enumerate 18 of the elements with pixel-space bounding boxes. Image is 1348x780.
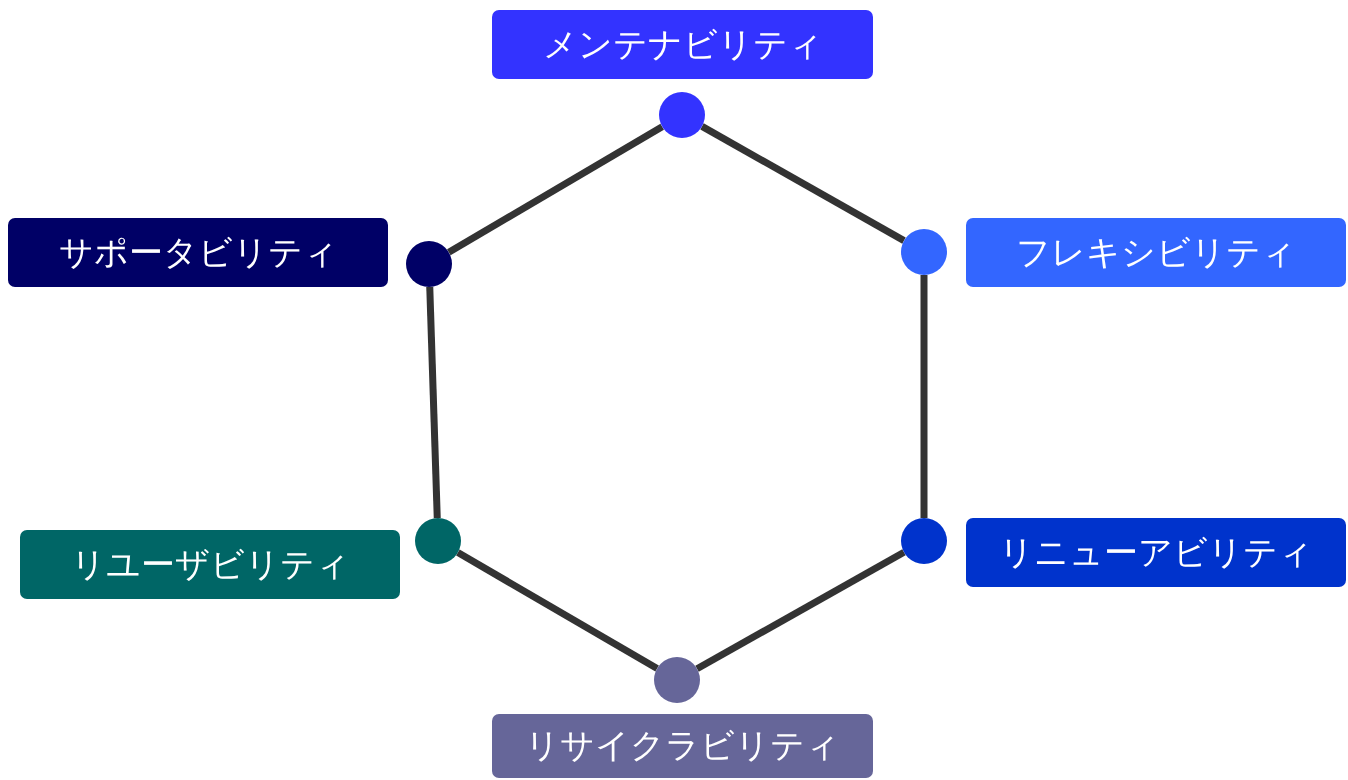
- node-dot: [415, 518, 461, 564]
- label-box: メンテナビリティ: [492, 10, 873, 79]
- connector-line: [695, 549, 906, 672]
- connector-line: [447, 123, 664, 256]
- label-box: サポータビリティ: [8, 218, 388, 287]
- node-dot: [901, 229, 947, 275]
- connector-line: [700, 123, 906, 244]
- connector-line: [426, 286, 441, 519]
- node-dot: [901, 518, 947, 564]
- connector-line: [920, 275, 928, 518]
- node-dot: [406, 241, 452, 287]
- label-box: フレキシビリティ: [966, 218, 1346, 287]
- label-box: リサイクラビリティ: [492, 714, 873, 778]
- node-dot: [659, 92, 705, 138]
- label-box: リユーザビリティ: [20, 530, 400, 599]
- connector-line: [456, 549, 659, 672]
- label-box: リニューアビリティ: [966, 518, 1346, 587]
- node-dot: [654, 657, 700, 703]
